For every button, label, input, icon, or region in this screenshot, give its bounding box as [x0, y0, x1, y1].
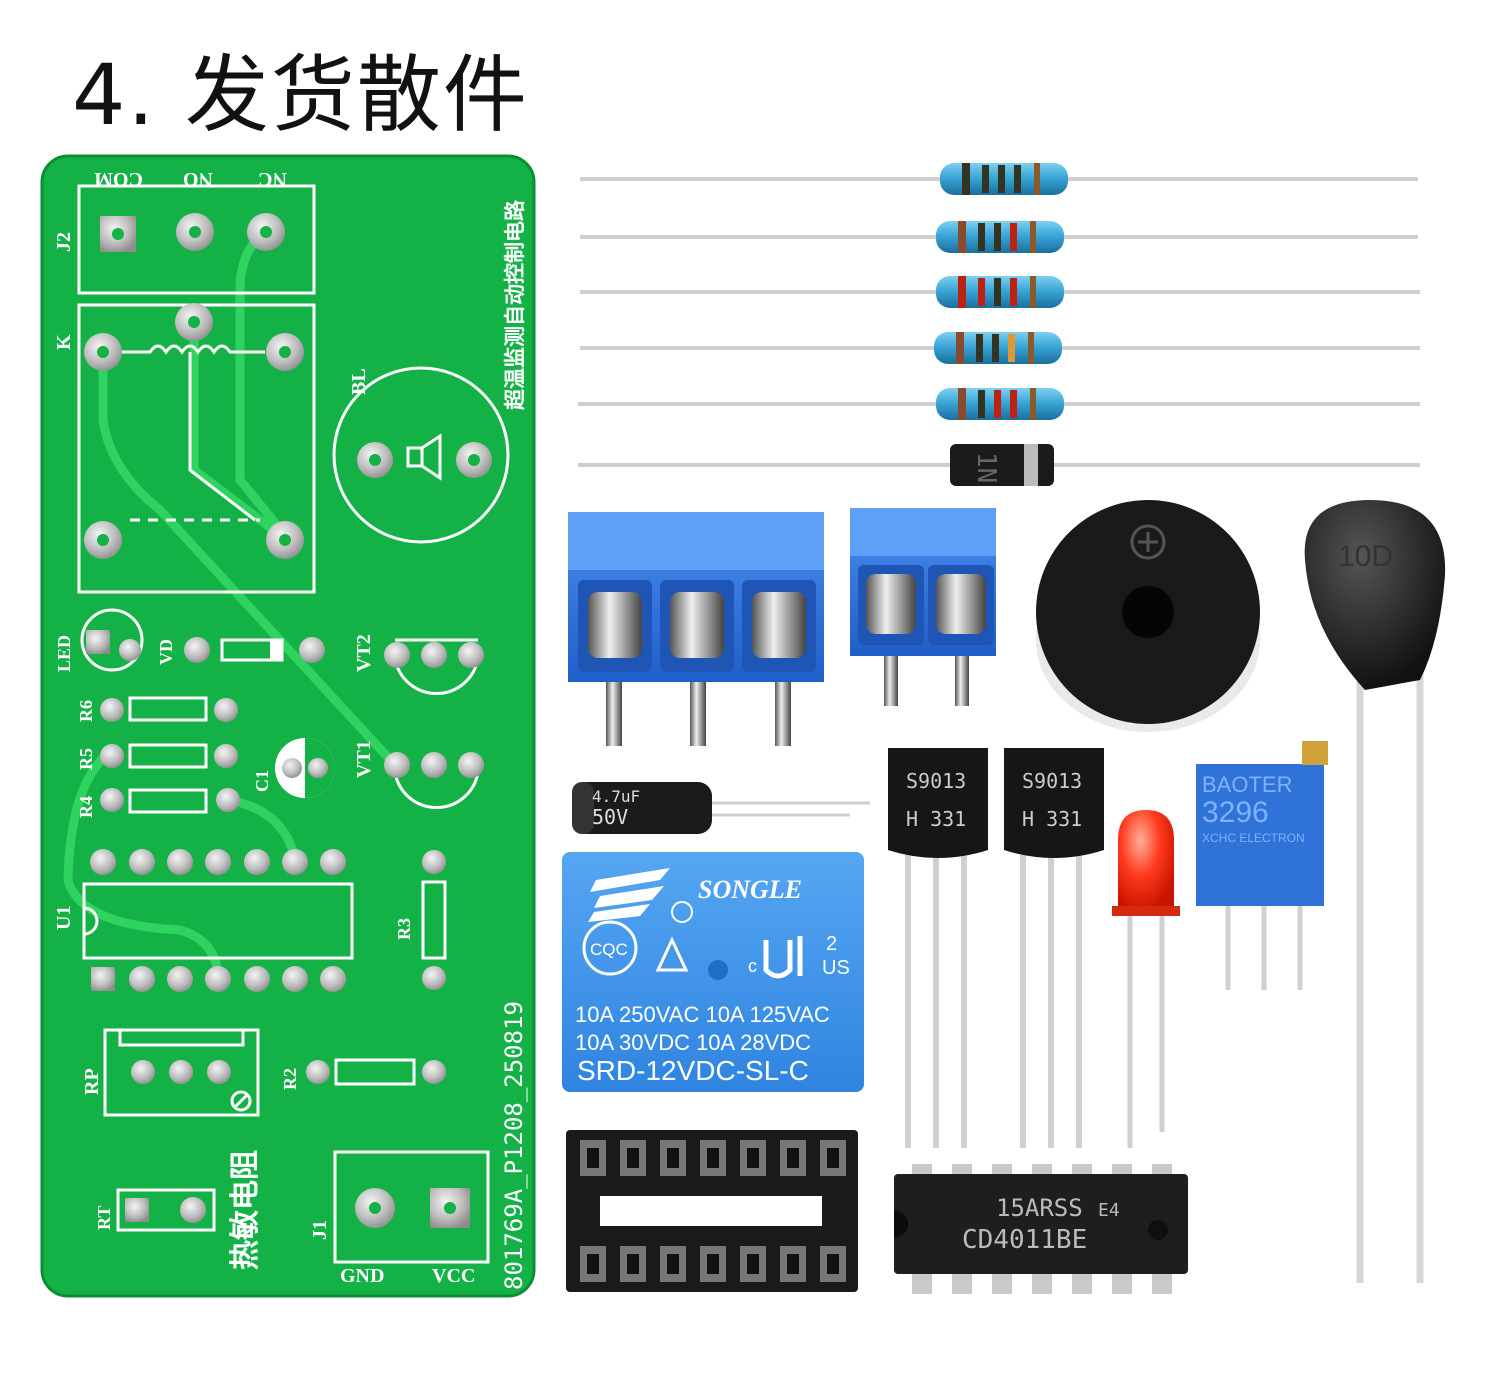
thermistor-label: 热敏电阻 — [229, 1150, 262, 1270]
u1-pads-bottom — [91, 966, 346, 992]
j2-pin-nc-label: NC — [258, 168, 287, 190]
diode: 1N — [578, 444, 1420, 486]
resistor-5 — [578, 388, 1420, 420]
pot-model: 3296 — [1202, 796, 1269, 829]
transistor-2-line-1: S9013 — [1022, 769, 1082, 793]
vt1-label: VT1 — [353, 740, 375, 778]
electrolytic-capacitor: 4.7uF 50V — [572, 782, 870, 834]
j2-pin-no-label: NO — [183, 168, 213, 190]
transistor-1: S9013 H 331 — [888, 748, 988, 1148]
led — [1112, 810, 1180, 1148]
u1-pads-top — [90, 849, 346, 875]
resistor-3 — [580, 276, 1420, 308]
pcb-board: COM NO NC J2 K BL 超温监测自动控制电路 LED VD — [40, 154, 536, 1298]
buzzer — [1036, 500, 1260, 732]
led-label: LED — [54, 635, 74, 672]
terminal-block-2pin — [850, 508, 996, 706]
diode-marking: 1N — [971, 452, 1001, 483]
transistor-1-line-2: H 331 — [906, 807, 966, 831]
resistors — [578, 163, 1420, 420]
j2-pin-com-label: COM — [94, 168, 143, 190]
pot-maker: XCHC ELECTRON — [1202, 831, 1305, 845]
rp-label: RP — [81, 1068, 103, 1095]
u1-label: U1 — [53, 906, 75, 930]
ic-line-1-suffix: E4 — [1098, 1200, 1120, 1221]
j1-label: J1 — [309, 1220, 331, 1240]
ic-line-1: 15ARSS — [996, 1194, 1083, 1222]
resistor-1 — [580, 163, 1418, 195]
r6-label: R6 — [76, 700, 96, 722]
thermistor-marking: 10D — [1338, 540, 1393, 573]
terminal-block-3pin — [568, 512, 824, 746]
capacitor-voltage-top: 4.7uF — [592, 787, 640, 806]
transistor-1-line-1: S9013 — [906, 769, 966, 793]
relay-rating-1: 10A 250VAC 10A 125VAC — [575, 1002, 830, 1027]
vd-label: VD — [156, 639, 176, 665]
pot-brand: BAOTER — [1202, 772, 1292, 797]
rt-label: RT — [94, 1206, 114, 1230]
r5-label: R5 — [76, 748, 96, 770]
relay-ul-num: 2 — [826, 933, 837, 955]
resistor-4 — [580, 332, 1420, 364]
ntc-thermistor: 10D — [1304, 500, 1446, 1283]
j2-label: J2 — [53, 232, 75, 252]
buzzer-label: BL — [348, 368, 370, 395]
trimmer-potentiometer: BAOTER 3296 XCHC ELECTRON — [1196, 741, 1328, 990]
resistor-2 — [580, 221, 1418, 253]
r3-label: R3 — [394, 918, 414, 940]
board-title: 超温监测自动控制电路 — [503, 199, 527, 410]
part-number: 801769A_P1208_250819 — [500, 1001, 528, 1290]
r2-label: R2 — [280, 1068, 300, 1090]
page-title: 4. 发货散件 — [72, 46, 529, 144]
relay-label: K — [53, 334, 75, 350]
capacitor-voltage-bottom: 50V — [592, 805, 628, 829]
relay-cert: CQC — [590, 940, 628, 959]
ic-line-2: CD4011BE — [962, 1225, 1087, 1255]
relay-model: SRD-12VDC-SL-C — [577, 1055, 809, 1086]
transistor-2-line-2: H 331 — [1022, 807, 1082, 831]
relay-ul-us: US — [822, 957, 850, 979]
r4-label: R4 — [76, 796, 96, 818]
c1-label: C1 — [252, 770, 272, 792]
vcc-label: VCC — [432, 1265, 475, 1287]
relay-brand: SONGLE — [698, 875, 802, 904]
ic-chip: 15ARSS E4 CD4011BE — [894, 1164, 1188, 1294]
gnd-label: GND — [340, 1265, 384, 1287]
vt2-label: VT2 — [353, 634, 375, 672]
relay-ul-c: c — [748, 956, 757, 976]
ic-socket — [566, 1130, 858, 1292]
transistor-2: S9013 H 331 — [1004, 748, 1104, 1148]
relay-rating-2: 10A 30VDC 10A 28VDC — [575, 1030, 811, 1055]
relay: SONGLE CQC c 2 US 10A 250VAC 10A 125VAC … — [562, 852, 864, 1092]
